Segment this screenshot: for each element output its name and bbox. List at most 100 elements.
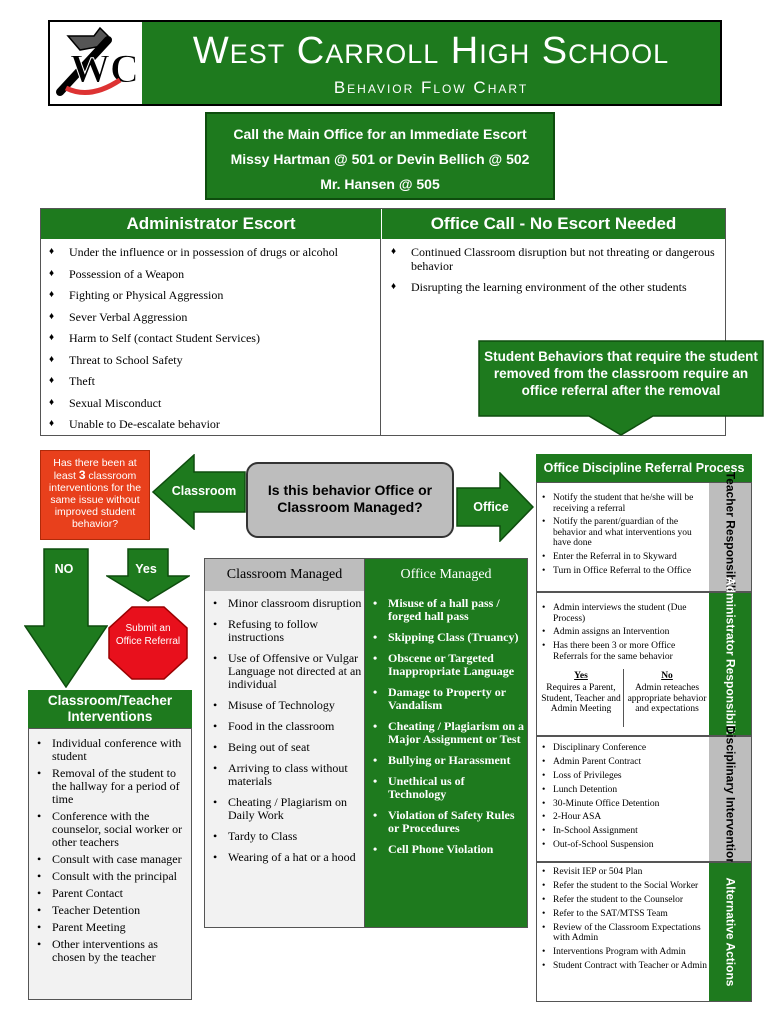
list-item: Turn in Office Referral to the Office	[537, 566, 709, 577]
disciplinary-interventions-section: Disciplinary Conference Admin Parent Con…	[536, 726, 752, 872]
list-item: Violation of Safety Rules or Procedures	[365, 809, 525, 835]
list-item: Disrupting the learning environment of t…	[383, 280, 723, 294]
list-item: Misuse of a hall pass / forged hall pass	[365, 597, 525, 623]
classroom-managed-list: Minor classroom disruption Refusing to f…	[205, 597, 363, 872]
admin-responsibility-list: Admin interviews the student (Due Proces…	[537, 603, 709, 666]
teacher-responsibility-section: Notify the student that he/she will be r…	[536, 472, 752, 602]
interventions-question: Has there been at least 3 classroom inte…	[40, 450, 150, 540]
list-item: Teacher Detention	[29, 904, 191, 918]
list-item: Notify the parent/guardian of the behavi…	[537, 517, 709, 549]
list-item: Use of Offensive or Vulgar Language not …	[205, 652, 363, 691]
list-item: Food in the classroom	[205, 720, 363, 734]
list-item: Under the influence or in possession of …	[41, 245, 379, 259]
no-arrow-label: NO	[54, 562, 74, 576]
list-item: Cheating / Plagiarism on Daily Work	[205, 796, 363, 822]
disciplinary-interventions-label: Disciplinary Interventions	[709, 726, 751, 872]
escort-table: Administrator Escort Office Call - No Es…	[40, 208, 726, 436]
list-item: Student Contract with Teacher or Admin	[537, 961, 709, 972]
question-post: classroom interventions for the same iss…	[48, 470, 142, 530]
question-pre: Has there been at least	[53, 457, 137, 482]
list-item: Tardy to Class	[205, 830, 363, 844]
list-item: Harm to Self (contact Student Services)	[41, 331, 379, 345]
list-item: Refusing to follow instructions	[205, 618, 363, 644]
escort-contact-box: Call the Main Office for an Immediate Es…	[205, 112, 555, 200]
list-item: Refer the student to the Counselor	[537, 895, 709, 906]
page-subtitle: Behavior Flow Chart	[333, 78, 529, 97]
disciplinary-interventions-list: Disciplinary Conference Admin Parent Con…	[537, 743, 709, 854]
down-arrow-shape	[478, 340, 764, 436]
school-logo: WC	[50, 22, 142, 104]
list-item: Parent Meeting	[29, 921, 191, 935]
list-item: Admin Parent Contract	[537, 757, 709, 768]
list-item: Misuse of Technology	[205, 699, 363, 713]
list-item: Bullying or Harassment	[365, 754, 525, 768]
list-item: Enter the Referral in to Skyward	[537, 552, 709, 563]
title-banner: West Carroll High School Behavior Flow C…	[142, 22, 720, 104]
admin-responsibility-section: Admin interviews the student (Due Proces…	[536, 577, 752, 751]
alternative-actions-section: Revisit IEP or 504 Plan Refer the studen…	[536, 862, 752, 1002]
alternative-actions-label: Alternative Actions	[709, 863, 751, 1001]
list-item: Possession of a Weapon	[41, 267, 379, 281]
no-arrow	[24, 548, 108, 688]
list-item: Fighting or Physical Aggression	[41, 288, 379, 302]
list-item: 30-Minute Office Detention	[537, 799, 709, 810]
list-item: Has there been 3 or more Office Referral…	[537, 641, 709, 662]
list-item: Damage to Property or Vandalism	[365, 686, 525, 712]
admin-responsibility-label: Administrator Responsibilities	[709, 577, 751, 751]
list-item: 2-Hour ASA	[537, 812, 709, 823]
admin-escort-heading: Administrator Escort	[41, 209, 381, 239]
list-item: Other interventions as chosen by the tea…	[29, 938, 191, 964]
list-item: Out-of-School Suspension	[537, 840, 709, 851]
question-number: 3	[78, 468, 86, 482]
list-item: Sever Verbal Aggression	[41, 310, 379, 324]
office-referral-callout: Student Behaviors that require the stude…	[478, 340, 764, 436]
admin-yes-label: Yes	[574, 671, 588, 681]
list-item: Notify the student that he/she will be r…	[537, 493, 709, 514]
interventions-list: Individual conference with student Remov…	[29, 737, 191, 968]
admin-no-label: No	[661, 671, 673, 681]
classroom-managed-column: Minor classroom disruption Refusing to f…	[205, 591, 365, 927]
list-item: Continued Classroom disruption but not t…	[383, 245, 723, 273]
yes-no-divider	[623, 669, 624, 727]
list-item: Revisit IEP or 504 Plan	[537, 867, 709, 878]
list-item: Consult with case manager	[29, 853, 191, 867]
hatchet-icon	[56, 26, 112, 96]
list-item: Disciplinary Conference	[537, 743, 709, 754]
office-managed-list: Misuse of a hall pass / forged hall pass…	[365, 597, 525, 864]
list-item: Individual conference with student	[29, 737, 191, 763]
admin-yes-text: Requires a Parent, Student, Teacher and …	[541, 683, 621, 714]
contact-line-1: Call the Main Office for an Immediate Es…	[233, 126, 527, 142]
office-arrow-label: Office	[473, 500, 509, 514]
list-item: Cheating / Plagiarism on a Major Assignm…	[365, 720, 525, 746]
office-managed-heading: Office Managed	[365, 559, 527, 591]
list-item: Conference with the counselor, social wo…	[29, 810, 191, 849]
alternative-actions-list: Revisit IEP or 504 Plan Refer the studen…	[537, 867, 709, 975]
classroom-arrow	[152, 454, 246, 530]
stop-sign-text: Submit an Office Referral	[115, 623, 181, 647]
logo-letters: WC	[70, 46, 139, 91]
list-item: Admin assigns an Intervention	[537, 627, 709, 638]
list-item: Refer to the SAT/MTSS Team	[537, 909, 709, 920]
yes-arrow	[106, 548, 190, 602]
managed-behaviors-table: Classroom Managed Office Managed Minor c…	[204, 558, 528, 928]
list-item: Skipping Class (Truancy)	[365, 631, 525, 645]
list-item: In-School Assignment	[537, 826, 709, 837]
list-item: Parent Contact	[29, 887, 191, 901]
list-item: Sexual Misconduct	[41, 396, 379, 410]
list-item: Arriving to class without materials	[205, 762, 363, 788]
stop-sign-icon	[108, 606, 188, 680]
list-item: Interventions Program with Admin	[537, 947, 709, 958]
office-call-list: Continued Classroom disruption but not t…	[383, 245, 723, 301]
decision-box: Is this behavior Office or Classroom Man…	[246, 462, 454, 538]
list-item: Being out of seat	[205, 741, 363, 755]
list-item: Minor classroom disruption	[205, 597, 363, 611]
teacher-responsibility-list: Notify the student that he/she will be r…	[537, 493, 709, 580]
interventions-panel: Individual conference with student Remov…	[28, 728, 192, 1000]
page-title: West Carroll High School	[192, 30, 670, 72]
list-item: Review of the Classroom Expectations wit…	[537, 923, 709, 944]
list-item: Consult with the principal	[29, 870, 191, 884]
yes-arrow-label: Yes	[135, 562, 157, 576]
list-item: Wearing of a hat or a hood	[205, 851, 363, 865]
callout-text: Student Behaviors that require the stude…	[484, 349, 758, 398]
teacher-responsibility-label: Teacher Responsibility	[709, 472, 751, 602]
